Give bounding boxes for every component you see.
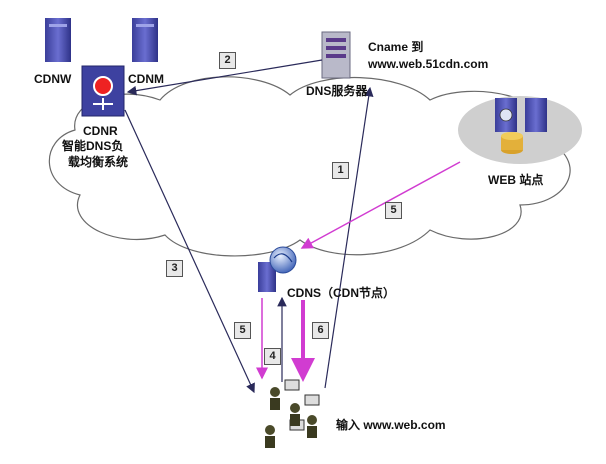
dns-server-label: DNS服务器 [306,84,368,98]
cdnr-label: CDNR [83,124,118,138]
arrow-step-3 [124,109,255,394]
cname-line2: www.web.51cdn.com [368,57,489,71]
step-1-box: 1 [332,162,349,179]
flow-arrows [124,59,461,394]
cdnm-server-icon [132,18,158,62]
step-4-box: 4 [264,348,281,365]
arrow-step-2 [126,59,323,96]
cdnr-desc-line2: 载均衡系统 [68,155,129,169]
step-5-web-box: 5 [385,202,402,219]
internet-cloud [48,76,571,257]
cdnw-label: CDNW [34,72,72,86]
cname-line1: Cname 到 [368,40,424,54]
cdnr-desc-line1: 智能DNS负 [62,139,124,153]
step-6-box: 6 [312,322,329,339]
cdnw-server-icon [45,18,71,62]
cdns-node-icon [258,246,297,292]
arrow-step-1 [324,86,374,389]
step-2-box: 2 [219,52,236,69]
user-input-label: 输入 www.web.com [336,418,446,432]
step-5-user-box: 5 [234,322,251,339]
arrow-step-5-web [300,161,461,249]
dns-server-icon [321,31,351,79]
cdns-label: CDNS（CDN节点） [287,286,396,300]
web-site-label: WEB 站点 [488,173,544,187]
user-workstations-icon [265,379,320,448]
cdnr-router-icon [81,65,125,117]
cdnm-label: CDNM [128,72,164,86]
web-site-node [458,96,582,164]
step-3-box: 3 [166,260,183,277]
